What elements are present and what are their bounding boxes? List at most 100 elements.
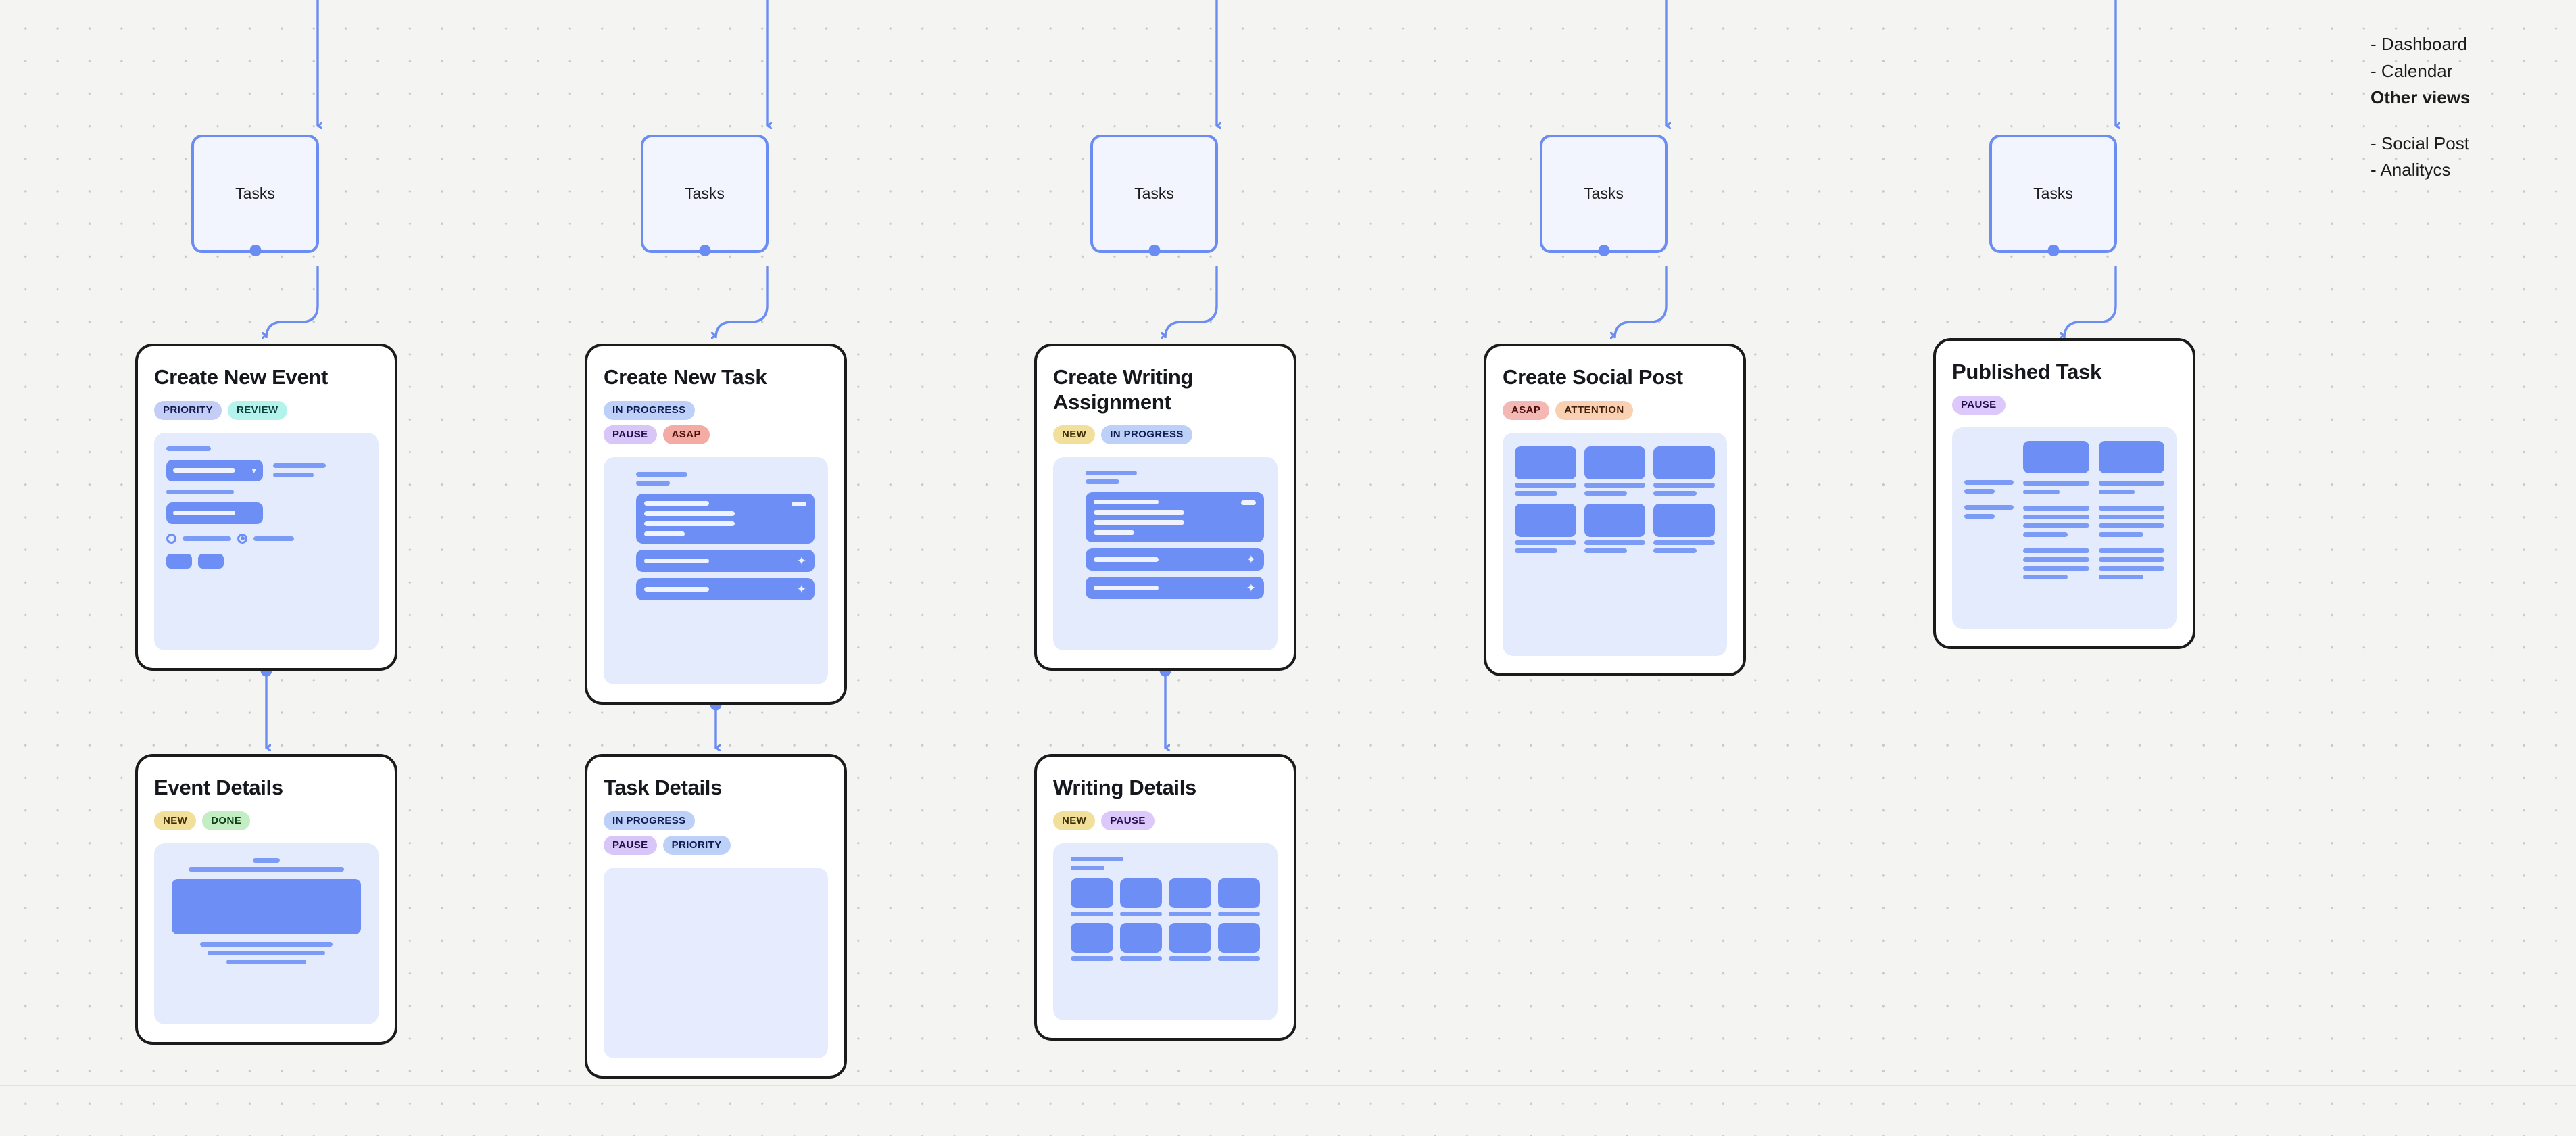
note-line: - Calendar [2371, 60, 2453, 81]
status-badge[interactable]: IN PROGRESS [1101, 425, 1192, 445]
sparkle-icon: ✦ [1246, 582, 1256, 595]
grid-tile[interactable] [1071, 878, 1113, 916]
flow-node-tasks-2[interactable]: Tasks [641, 135, 769, 256]
node-output-handle[interactable] [1148, 245, 1160, 256]
card-create-social-post[interactable]: Create Social Post ASAP ATTENTION [1484, 344, 1746, 676]
grid-tile[interactable] [1217, 922, 1260, 961]
status-badge[interactable]: ASAP [662, 425, 710, 444]
card-event-details[interactable]: Event Details NEW DONE [135, 754, 397, 1045]
status-badge[interactable]: PRIORITY [662, 835, 731, 855]
gallery-item[interactable] [1515, 446, 1576, 496]
note-line-heading: Other views [2371, 87, 2471, 108]
status-badge[interactable]: ATTENTION [1555, 400, 1633, 420]
gallery-item[interactable] [1653, 446, 1715, 496]
tile-grid-preview [1053, 843, 1278, 1020]
grid-tile[interactable] [1169, 922, 1211, 961]
card-create-new-event[interactable]: Create New Event PRIORITY REVIEW ▾ [135, 344, 397, 671]
form-side-lines [273, 463, 326, 478]
status-badge[interactable]: PAUSE [1952, 395, 2006, 415]
article-sidebar [1964, 441, 2014, 579]
sparkle-icon: ✦ [1246, 553, 1256, 567]
grid-tile[interactable] [1217, 878, 1260, 916]
status-badge[interactable]: PAUSE [604, 425, 657, 444]
node-output-handle[interactable] [249, 245, 261, 256]
list-item-row[interactable]: ✦ [1086, 577, 1264, 600]
list-item-row[interactable]: ✦ [636, 577, 815, 600]
grid-heading-lines [1071, 856, 1260, 870]
list-item-row[interactable]: ✦ [636, 549, 815, 572]
list-heading-lines [636, 471, 815, 486]
sparkle-icon: ✦ [796, 554, 806, 567]
status-badge[interactable]: IN PROGRESS [604, 400, 695, 420]
card-create-writing-assignment[interactable]: Create Writing Assignment NEW IN PROGRES… [1034, 344, 1296, 671]
status-badge[interactable]: NEW [154, 811, 197, 830]
grid-tile[interactable] [1071, 922, 1113, 961]
status-badge[interactable]: REVIEW [228, 400, 287, 420]
badge-group: NEW DONE [154, 811, 379, 830]
flow-node-tasks-5[interactable]: Tasks [1989, 135, 2117, 256]
status-badge[interactable]: PRIORITY [154, 400, 222, 420]
card-title: Task Details [604, 776, 723, 799]
card-published-task[interactable]: Published Task PAUSE [1933, 338, 2195, 649]
empty-content-placeholder [604, 867, 828, 1058]
article-column [2023, 440, 2089, 579]
card-task-details[interactable]: Task Details IN PROGRESS PAUSE PRIORITY [585, 754, 847, 1079]
status-badge[interactable]: NEW [1053, 425, 1096, 445]
flow-node-label: Tasks [1584, 185, 1624, 202]
list-main-panel[interactable] [636, 493, 815, 544]
status-badge[interactable]: IN PROGRESS [604, 811, 695, 830]
list-main-panel[interactable] [1086, 492, 1264, 543]
card-title: Writing Details [1053, 776, 1196, 799]
card-create-new-task[interactable]: Create New Task IN PROGRESS PAUSE ASAP ✦… [585, 344, 847, 705]
list-heading-lines [1086, 471, 1264, 485]
node-output-handle[interactable] [2047, 245, 2059, 256]
list-tag-placeholder [792, 501, 806, 506]
chevron-down-icon: ▾ [251, 465, 256, 476]
form-label-placeholder [166, 446, 211, 451]
status-badge[interactable]: PAUSE [1101, 811, 1155, 830]
note-line: - Dashboard [2371, 34, 2468, 54]
note-spacer [2371, 112, 2546, 131]
list-item-row[interactable]: ✦ [1086, 548, 1264, 571]
gallery-item[interactable] [1515, 503, 1576, 553]
node-output-handle[interactable] [1598, 245, 1609, 256]
badge-group: PRIORITY REVIEW [154, 400, 379, 420]
note-line: - Social Post [2371, 133, 2469, 153]
gallery-item[interactable] [1584, 446, 1646, 496]
flow-node-label: Tasks [1134, 185, 1174, 202]
card-title: Create New Task [604, 365, 767, 389]
form-action-buttons[interactable] [166, 553, 366, 569]
list-tag-placeholder [1241, 500, 1256, 506]
badge-group: IN PROGRESS PAUSE PRIORITY [604, 811, 828, 855]
form-select-placeholder[interactable]: ▾ [166, 459, 263, 481]
status-badge[interactable]: NEW [1053, 811, 1096, 830]
card-writing-details[interactable]: Writing Details NEW PAUSE [1034, 754, 1296, 1041]
radio-unselected-icon[interactable] [166, 533, 176, 544]
node-output-handle[interactable] [699, 245, 710, 256]
status-badge[interactable]: ASAP [1503, 400, 1550, 420]
flow-node-tasks-4[interactable]: Tasks [1540, 135, 1668, 256]
form-input-placeholder[interactable] [166, 502, 263, 524]
note-line: - Analitycs [2371, 160, 2451, 181]
grid-tile[interactable] [1119, 922, 1162, 961]
grid-tile[interactable] [1119, 878, 1162, 916]
flow-node-label: Tasks [685, 185, 725, 202]
badge-group: PAUSE [1952, 395, 2177, 415]
form-secondary-button[interactable] [198, 553, 224, 569]
grid-tile[interactable] [1169, 878, 1211, 916]
status-badge[interactable]: PAUSE [604, 835, 657, 855]
form-primary-button[interactable] [166, 553, 192, 569]
media-thumbnail[interactable] [172, 878, 361, 934]
media-caption-lines [172, 941, 361, 964]
list-preview: ✦ ✦ [604, 456, 828, 684]
flow-node-tasks-1[interactable]: Tasks [191, 135, 319, 256]
gallery-item[interactable] [1653, 503, 1715, 553]
badge-group: NEW IN PROGRESS [1053, 425, 1278, 445]
badge-group: ASAP ATTENTION [1503, 400, 1727, 420]
gallery-item[interactable] [1584, 503, 1646, 553]
radio-selected-icon[interactable] [237, 533, 247, 544]
canvas-bottom-divider [0, 1085, 2576, 1086]
form-radio-group[interactable] [166, 533, 366, 544]
flow-node-tasks-3[interactable]: Tasks [1090, 135, 1218, 256]
status-badge[interactable]: DONE [202, 811, 251, 830]
